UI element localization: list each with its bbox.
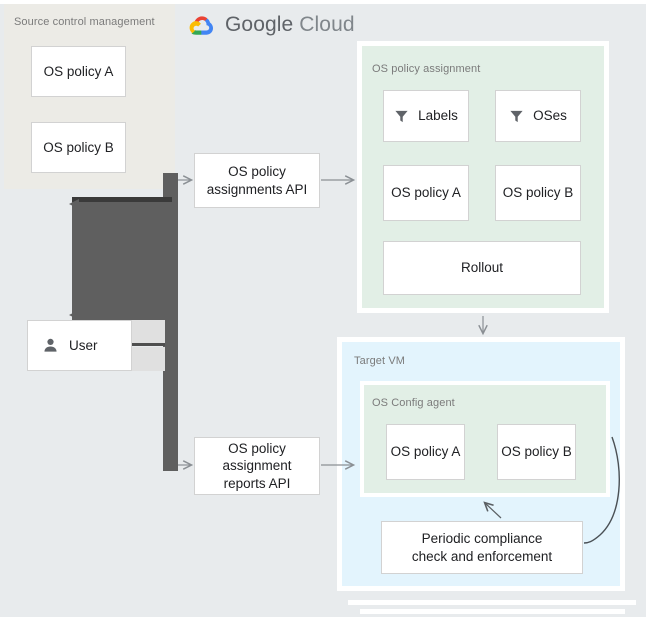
box-agent-os-policy-b[interactable]: OS policy B	[497, 424, 576, 480]
box-label-multiline: Periodic compliance check and enforcemen…	[412, 530, 552, 565]
box-label: Labels	[418, 108, 458, 124]
box-agent-os-policy-a[interactable]: OS policy A	[386, 424, 465, 480]
brand-name-primary: Google	[225, 13, 294, 36]
box-label-multiline: OS policy assignments API	[207, 163, 308, 198]
box-label: OS policy A	[391, 185, 461, 201]
box-assignment-os-policy-a[interactable]: OS policy A	[383, 165, 469, 221]
box-filter-oses[interactable]: OSes	[495, 90, 581, 142]
panel-label-source-control-management: Source control management	[14, 16, 155, 28]
panel-label-os-config-agent: OS Config agent	[372, 397, 455, 409]
google-cloud-logo-icon	[188, 14, 216, 37]
box-label-line2: check and enforcement	[411, 548, 553, 564]
funnel-icon	[394, 109, 409, 124]
box-label: OS policy A	[43, 63, 114, 79]
panel-label-os-policy-assignment: OS policy assignment	[372, 63, 481, 75]
funnel-icon	[509, 109, 524, 124]
box-periodic-compliance[interactable]: Periodic compliance check and enforcemen…	[381, 521, 583, 574]
box-assignment-os-policy-b[interactable]: OS policy B	[495, 165, 581, 221]
box-label: OS policy B	[502, 185, 574, 201]
box-label-line1: OS policy	[228, 164, 286, 180]
policy-upload-arrow-top-edge	[72, 197, 172, 202]
user-adjacent-block-divider	[125, 343, 165, 346]
box-label: OS policy A	[390, 444, 461, 460]
brand-name-secondary: Cloud	[299, 13, 355, 36]
box-label: OS policy B	[501, 444, 572, 460]
canvas-top-strip	[0, 0, 646, 4]
box-os-policy-assignment-reports-api[interactable]: OS policy assignment reports API	[194, 437, 320, 495]
box-label-line1: Periodic compliance	[421, 531, 543, 547]
box-label: OSes	[533, 108, 567, 124]
google-cloud-brand: Google Cloud	[188, 13, 355, 37]
box-label-line1: OS policy	[228, 441, 286, 457]
box-label-line2: assignment	[222, 458, 292, 474]
box-label: OS policy B	[43, 139, 114, 155]
panel-label-target-vm: Target VM	[354, 355, 406, 367]
box-filter-labels[interactable]: Labels	[383, 90, 469, 142]
vm-stack-base-upper	[348, 600, 636, 605]
user-adjacent-block-upper	[125, 320, 165, 343]
vm-stack-base-lower	[360, 609, 625, 614]
google-cloud-wordmark: Google Cloud	[225, 13, 355, 37]
box-scm-os-policy-a[interactable]: OS policy A	[31, 46, 126, 97]
box-user[interactable]: User	[27, 320, 132, 371]
box-scm-os-policy-b[interactable]: OS policy B	[31, 122, 126, 173]
box-label: User	[69, 337, 98, 353]
policy-upload-arrow-body	[72, 199, 172, 320]
box-rollout[interactable]: Rollout	[383, 241, 581, 295]
box-os-policy-assignments-api[interactable]: OS policy assignments API	[194, 153, 320, 208]
box-label-line2: assignments API	[206, 181, 308, 197]
box-label-multiline: OS policy assignment reports API	[222, 440, 291, 492]
user-icon	[42, 337, 59, 354]
box-label: Rollout	[460, 260, 504, 276]
box-label-line3: reports API	[223, 475, 291, 491]
